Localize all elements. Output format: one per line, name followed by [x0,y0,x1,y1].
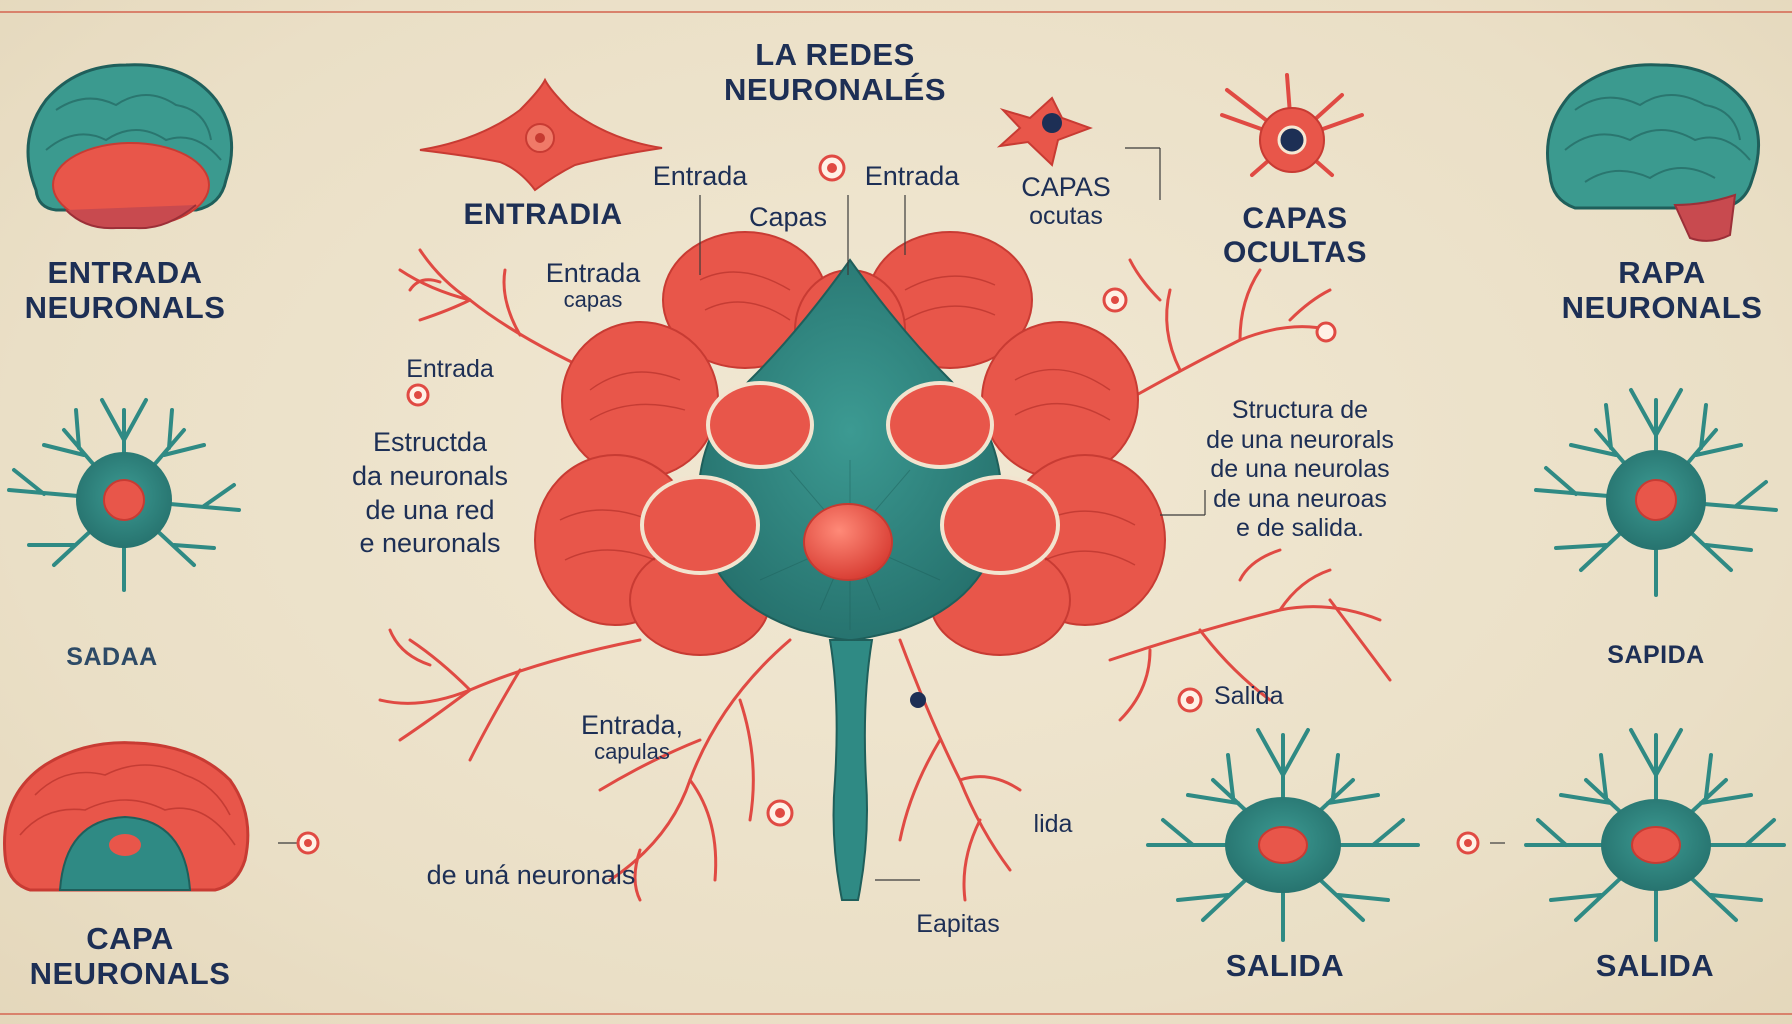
right-brain-icon [1546,63,1761,242]
dendrite-branches [378,248,1392,902]
dark-node-dot [910,692,926,708]
capas-ocultas-label: CAPAS OCULTAS [1223,202,1367,269]
entrada-neuron-icon [419,77,663,192]
entrada-heading: ENTRADIA [463,198,623,231]
estructura-line-1: Estructda [372,427,488,457]
capas-ocultas-small-line-2: ocutas [1029,202,1103,231]
entrada-left-label: Entrada [406,355,494,383]
right-teal-neuron-icon [1534,388,1778,597]
right-bottom-label: SALIDA [1595,948,1715,983]
salida-bottom-label: SALIDA [1225,948,1345,983]
entrada-capulas-line-1: Entrada, [580,710,684,740]
capas-ocultas-small-line-1: CAPAS [1021,172,1111,202]
salida-mid-label: Salida [1214,682,1284,710]
capas-ocultas-line-1: CAPAS [1242,202,1348,235]
brain-stem [828,639,874,901]
structura-line-4: de una neuroas [1213,484,1387,513]
eapitas-label: Eapitas [916,910,1000,938]
left-mid-label: SADAA [66,643,158,671]
small-hidden-neuron-icon [996,96,1093,167]
structura-line-1: Structura de [1231,396,1369,424]
title: LA REDES NEURONALÉS [723,37,947,107]
left-bottom-label-line-1: CAPA [86,921,174,956]
left-top-label: ENTRADA NEURONALS [24,255,226,325]
entrada-capulas-line-2: capulas [594,739,670,765]
left-bottom-label-line-2: NEURONALS [29,955,231,991]
entrada-capas-label: Entrada capas [546,258,641,313]
estructura-line-2: da neuronals [351,460,509,491]
lida-label: lida [1033,810,1073,838]
right-top-label-line-1: RAPA [1618,255,1706,290]
structura-line-2: de una neurorals [1206,425,1394,454]
entrada-capas-line-2: capas [563,287,623,313]
entrada-capas-line-1: Entrada [545,258,641,288]
left-top-label-line-2: NEURONALS [24,289,226,325]
right-top-label-line-2: NEURONALS [1561,289,1763,325]
leader-lines [278,147,1505,881]
right-mid-label: SAPIDA [1607,641,1705,669]
node-dots [304,163,1472,847]
inner-lobes [640,381,1060,575]
structura-line-5: e de salida. [1236,514,1364,542]
capas-ocultas-small-label: CAPAS ocutas [1021,172,1111,230]
right-top-label: RAPA NEURONALS [1561,255,1763,325]
central-nucleus [803,503,893,581]
left-top-label-line-1: ENTRADA [47,255,203,290]
estructura-line-4: e neuronals [359,528,501,559]
lobe-texture [559,271,1136,566]
title-line-1: LA REDES [755,37,915,72]
de-una-label: de uná neuronals [426,860,636,890]
left-brain-icon [26,63,234,230]
left-teal-neuron-icon [7,398,241,592]
central-brain-icon [378,231,1392,902]
right-salida-neuron-icon [1524,728,1786,942]
left-bottom-brain-icon [3,741,250,892]
estructura-label: Estructda da neuronals de una red e neur… [352,426,508,561]
estructura-line-3: de una red [365,494,495,525]
structura-label: Structura de de una neurorals de una neu… [1206,396,1394,544]
salida-neuron-icon [1146,728,1420,942]
entrada-capulas-label: Entrada, capulas [581,710,683,765]
capas-top-label: Capas [748,202,828,232]
structura-line-3: de una neurolas [1210,455,1390,483]
title-line-2: NEURONALÉS [723,71,947,107]
left-bottom-label: CAPA NEURONALS [29,921,231,991]
entrada-top-label-2: Entrada [864,161,960,191]
capas-ocultas-line-2: OCULTAS [1222,235,1368,269]
hidden-neuron-icon [1220,73,1364,177]
entrada-top-label: Entrada [652,161,748,191]
